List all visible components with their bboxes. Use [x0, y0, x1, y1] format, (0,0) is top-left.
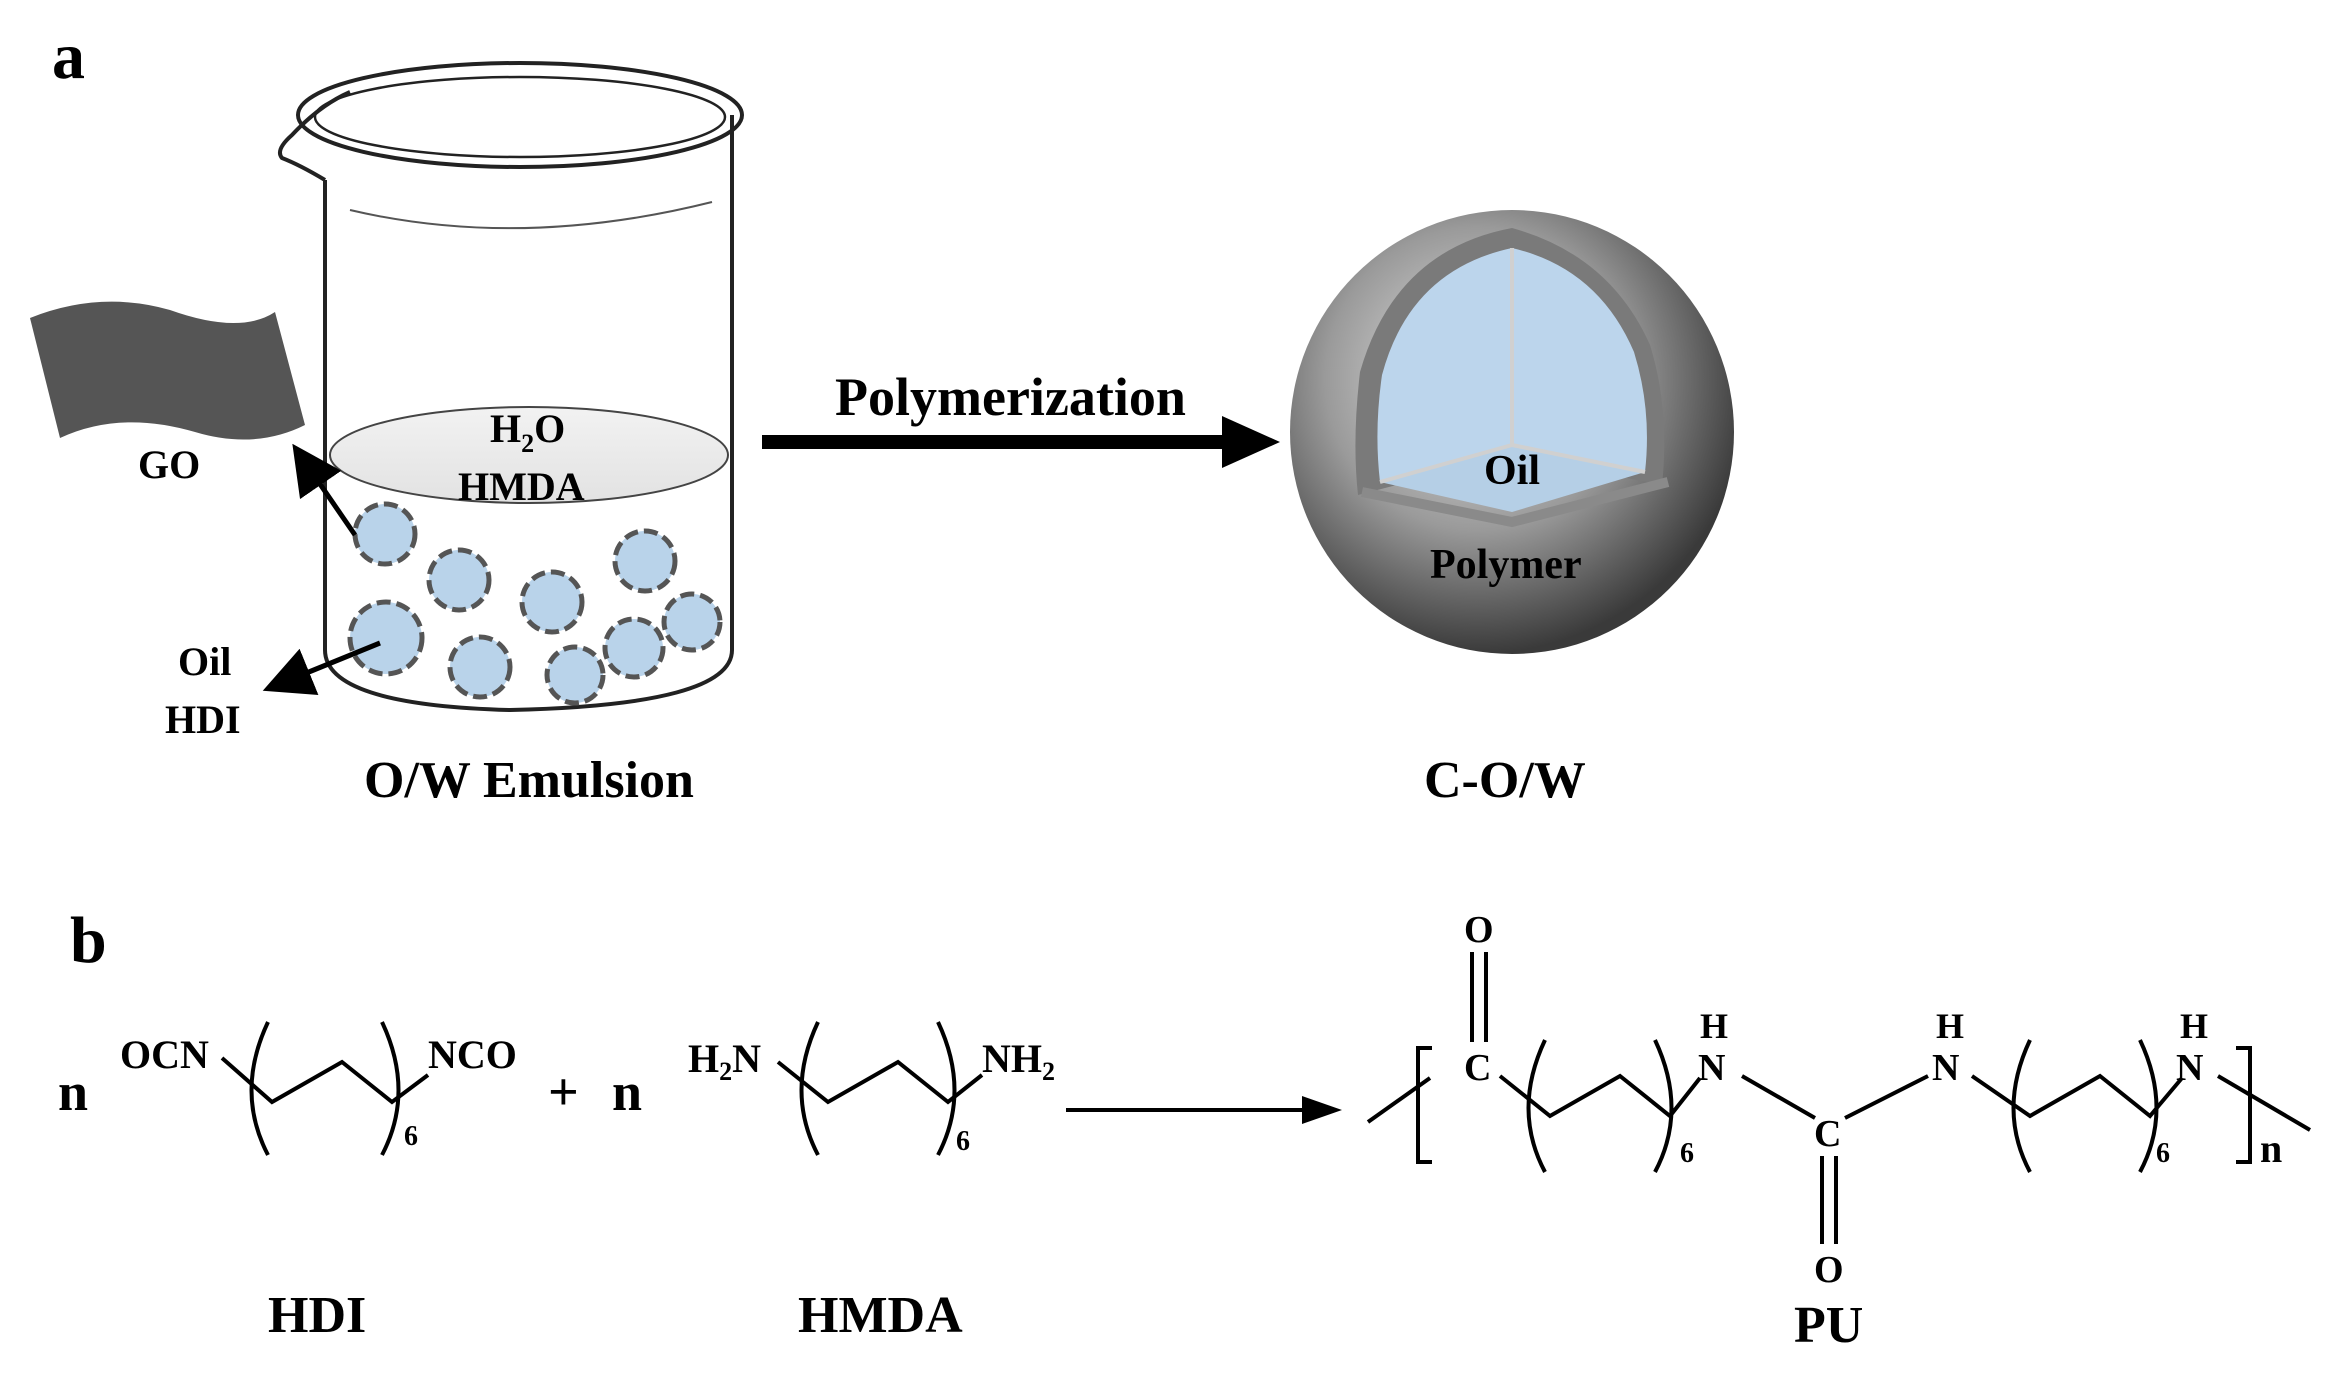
- beaker-rim-inner: [313, 75, 727, 159]
- hdi-coefficient: n: [58, 1062, 88, 1122]
- capsule-rim: [1361, 477, 1670, 528]
- oil-droplet: [602, 616, 666, 680]
- capsule-edge: [1511, 443, 1646, 474]
- pu-paren-2-right: [2138, 1039, 2159, 1173]
- go-label: GO: [138, 442, 200, 487]
- go-sheet: [30, 301, 305, 440]
- capsule-core-floor: [1380, 445, 1645, 512]
- panel-a-label: a: [52, 20, 85, 93]
- polymerization-label: Polymerization: [835, 367, 1186, 427]
- hdi-repeat: 6: [404, 1121, 418, 1152]
- oil-droplet: [519, 569, 585, 635]
- pu-paren-2-left: [2011, 1039, 2032, 1173]
- hmda-structure: n H2N 6 NH2 HMDA: [612, 1021, 1055, 1344]
- beaker-glass-line: [349, 201, 713, 230]
- capsule-core-label: Oil: [1484, 448, 1540, 494]
- droplet-oil-label: Oil: [178, 639, 231, 684]
- hdi-name: HDI: [268, 1287, 366, 1344]
- beaker-spout: [278, 90, 351, 182]
- hdi-right-group: NCO: [428, 1032, 517, 1077]
- hdi-left-group: OCN: [120, 1032, 209, 1077]
- pu-repeat-2: 6: [2156, 1138, 2170, 1169]
- pu-nh-1-n: N: [1698, 1047, 1725, 1089]
- hmda-chain: [776, 1059, 984, 1105]
- polymerization-arrow-head: [1222, 416, 1280, 468]
- pu-repeat-1: 6: [1680, 1138, 1694, 1169]
- capsule-edge: [1379, 443, 1513, 484]
- oil-droplet: [352, 501, 418, 567]
- oil-droplet: [661, 591, 723, 653]
- hmda-right-group: NH2: [982, 1036, 1055, 1086]
- hdi-paren-left: [249, 1021, 270, 1156]
- reaction-arrow-head: [1302, 1096, 1342, 1124]
- pu-name: PU: [1794, 1297, 1863, 1354]
- droplet-hdi-label: HDI: [165, 697, 241, 742]
- pu-bracket-left: [1416, 1046, 1432, 1164]
- pu-bond: [1366, 1076, 1432, 1124]
- hmda-phase-label: HMDA: [458, 464, 585, 509]
- hmda-left-group: H2N: [688, 1036, 761, 1086]
- pu-subscript-n: n: [2260, 1126, 2282, 1171]
- emulsion-caption: O/W Emulsion: [364, 752, 694, 809]
- hmda-name: HMDA: [798, 1287, 963, 1344]
- pu-chain-2: [1970, 1073, 2184, 1119]
- pu-nh-2-n: N: [1932, 1047, 1959, 1089]
- pu-paren-1-left: [1526, 1039, 1547, 1173]
- emulsion-droplets: [347, 501, 723, 706]
- hmda-coefficient: n: [612, 1062, 642, 1122]
- hmda-repeat: 6: [956, 1126, 970, 1157]
- pu-bracket-right: [2236, 1046, 2252, 1164]
- pu-nh-2-h: H: [1936, 1006, 1964, 1046]
- oil-droplet: [426, 547, 492, 613]
- hdi-chain: [220, 1056, 430, 1105]
- pu-urea-o: O: [1814, 1249, 1844, 1291]
- capsule-shell-label: Polymer: [1430, 542, 1582, 588]
- hmda-paren-left: [799, 1021, 820, 1156]
- pu-urea-c: C: [1814, 1113, 1841, 1155]
- hdi-structure: n OCN 6 NCO HDI: [58, 1021, 517, 1344]
- pu-nh-3-h: H: [2180, 1006, 2208, 1046]
- plus-sign: +: [548, 1062, 579, 1122]
- beaker-rim: [296, 61, 744, 169]
- pu-bond: [1844, 1074, 1929, 1120]
- pu-paren-1-right: [1653, 1039, 1674, 1173]
- oil-hdi-arrow: [262, 640, 381, 696]
- pu-nh-3-n: N: [2176, 1047, 2203, 1089]
- oil-droplet: [347, 599, 425, 677]
- capsule-caption: C-O/W: [1424, 752, 1586, 809]
- pu-bond: [2216, 1074, 2312, 1132]
- pu-nh-1-h: H: [1700, 1006, 1728, 1046]
- hmda-paren-right: [936, 1021, 957, 1156]
- oil-droplet: [612, 528, 678, 594]
- hdi-paren-right: [380, 1021, 401, 1156]
- pu-chain-1: [1498, 1073, 1702, 1119]
- pu-carbonyl-c: C: [1464, 1047, 1491, 1089]
- panel-b-label: b: [70, 904, 107, 977]
- pu-carbonyl-o: O: [1464, 909, 1494, 951]
- beaker: [278, 61, 744, 713]
- beaker-wall: [323, 115, 734, 713]
- pu-structure: O C 6 H N C O H N 6 H N n PU: [1366, 909, 2312, 1354]
- pu-bond: [1741, 1074, 1816, 1120]
- oil-droplet: [544, 644, 606, 706]
- water-phase-label: H2O: [490, 406, 565, 458]
- oil-droplet: [447, 634, 513, 700]
- go-arrow: [292, 443, 358, 537]
- capsule: [1290, 210, 1734, 654]
